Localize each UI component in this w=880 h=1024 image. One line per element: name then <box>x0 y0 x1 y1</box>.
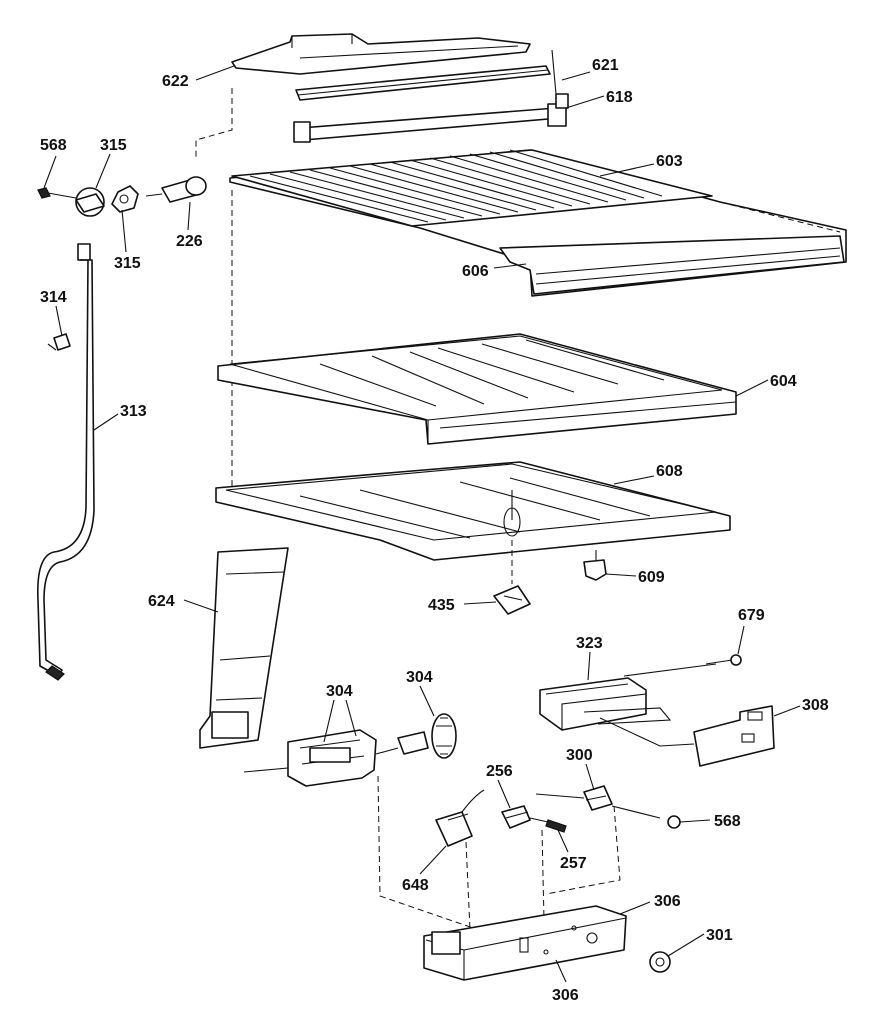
assembly-line-top <box>195 88 233 160</box>
callout-568-top: 568 <box>40 137 67 154</box>
part-301-foot <box>649 951 671 973</box>
part-314-clip <box>47 333 71 351</box>
callout-679: 679 <box>738 607 765 624</box>
part-300-switch <box>535 785 613 811</box>
part-568-screw-right <box>611 805 681 829</box>
part-306-base-bracket <box>423 905 627 981</box>
part-609-latch <box>583 550 607 581</box>
callout-257: 257 <box>560 855 587 872</box>
part-603-shelf <box>229 149 847 297</box>
callout-648: 648 <box>402 877 429 894</box>
callout-313: 313 <box>120 403 147 420</box>
callout-323: 323 <box>576 635 603 652</box>
assembly-line-lower-right <box>541 805 621 921</box>
part-257-screw <box>529 817 567 833</box>
part-568-screw-top <box>37 187 77 199</box>
part-315-valve <box>75 185 139 217</box>
callout-226: 226 <box>176 233 203 250</box>
callout-609: 609 <box>638 569 665 586</box>
callout-315-top: 315 <box>100 137 127 154</box>
callout-314: 314 <box>40 289 67 306</box>
callout-568-right: 568 <box>714 813 741 830</box>
assembly-line-lower-left <box>377 775 515 943</box>
callout-304-right: 304 <box>406 669 433 686</box>
part-435-knob <box>493 585 531 615</box>
callout-300: 300 <box>566 747 593 764</box>
part-226-fitting <box>145 176 207 203</box>
part-313-tube <box>37 243 95 681</box>
callout-624: 624 <box>148 593 175 610</box>
callout-618: 618 <box>606 89 633 106</box>
callout-608: 608 <box>656 463 683 480</box>
part-304-housing <box>243 729 399 787</box>
part-624-bracket <box>199 547 289 749</box>
callout-306-bottom: 306 <box>552 987 579 1004</box>
part-618-rod <box>293 93 569 143</box>
part-256-relay <box>501 805 531 829</box>
callout-604: 604 <box>770 373 797 390</box>
callout-621: 621 <box>592 57 619 74</box>
part-679-screw <box>705 654 742 666</box>
callout-304-left: 304 <box>326 683 353 700</box>
part-622-cover-plate <box>231 33 531 75</box>
part-648-motor <box>435 789 485 847</box>
part-304-gear <box>397 713 457 759</box>
leader-lines <box>43 65 801 983</box>
callout-622: 622 <box>162 73 189 90</box>
part-608-tray <box>215 461 731 584</box>
part-308-plate <box>599 705 775 767</box>
callout-603: 603 <box>656 153 683 170</box>
callout-606: 606 <box>462 263 489 280</box>
callout-labels: 622 621 618 568 315 315 226 603 606 314 … <box>40 57 829 1004</box>
callout-301: 301 <box>706 927 733 944</box>
callout-308: 308 <box>802 697 829 714</box>
part-621-rail <box>295 49 557 101</box>
part-323-control-box <box>539 663 717 731</box>
callout-435: 435 <box>428 597 455 614</box>
callout-306-top: 306 <box>654 893 681 910</box>
callout-256: 256 <box>486 763 513 780</box>
callout-315-bottom: 315 <box>114 255 141 272</box>
part-604-cover <box>217 333 737 445</box>
